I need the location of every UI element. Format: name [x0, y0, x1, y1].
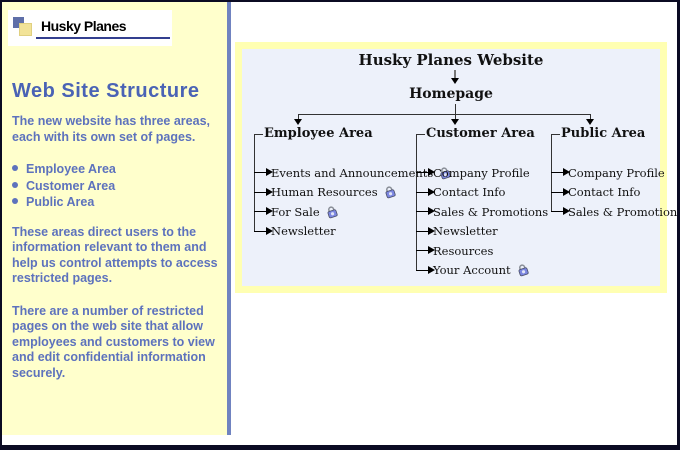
arrow-right-icon: [254, 226, 273, 235]
arrow-right-icon: [254, 187, 273, 196]
tree-node: Contact Info: [551, 183, 677, 203]
logo-square-blue: [13, 17, 24, 28]
area-bullet-list: Employee Area Customer Area Public Area: [12, 162, 224, 211]
area-public: Public Area Company Profile Contact Info: [551, 126, 677, 219]
tree-node-label: Sales & Promotions: [568, 204, 680, 219]
tree-node: For Sale: [254, 202, 452, 222]
logo-text: Husky Planes: [41, 18, 127, 34]
tree-node-label: Company Profile: [568, 165, 665, 180]
tree-node-label: Human Resources: [271, 185, 378, 200]
arrow-right-icon: [416, 168, 435, 177]
connector-drop-public: [586, 114, 594, 125]
tree-node-label: Sales & Promotions: [433, 204, 549, 219]
lock-icon: [516, 263, 530, 277]
area-title-employee: Employee Area: [264, 126, 373, 141]
arrow-right-icon: [551, 168, 570, 177]
bullet-public-area: Public Area: [12, 195, 224, 211]
connector-drop-customer: [451, 114, 459, 125]
tree-node-label: Events and Announcements: [271, 165, 434, 180]
bracket-vertical-line: [416, 134, 417, 271]
tree-node: Sales & Promotions: [551, 202, 680, 222]
tree-node: Human Resources: [254, 183, 452, 203]
tree-node-label: Company Profile: [433, 165, 530, 180]
lock-icon: [383, 185, 397, 199]
diagram-root-node: Husky Planes Website: [358, 51, 544, 69]
logo-squares-icon: [13, 17, 37, 41]
logo-square-yellow: [19, 23, 32, 36]
bullet-customer-area: Customer Area: [12, 179, 224, 195]
sidebar: Husky Planes Web Site Structure The new …: [2, 2, 231, 435]
tree-node-label: Newsletter: [433, 224, 498, 239]
tree-node-label: Contact Info: [568, 185, 641, 200]
area-items: Events and Announcements Human Resources: [254, 163, 452, 241]
tree-node-label: Your Account: [433, 263, 511, 278]
arrow-right-icon: [416, 187, 435, 196]
tree-node: Resources: [416, 241, 553, 261]
arrow-right-icon: [551, 207, 570, 216]
arrow-right-icon: [551, 187, 570, 196]
arrow-right-icon: [254, 207, 273, 216]
logo: Husky Planes: [8, 10, 172, 46]
area-title-public: Public Area: [561, 126, 646, 141]
connector-horizontal-line: [298, 114, 591, 115]
page-title: Web Site Structure: [12, 80, 200, 102]
tree-node: Newsletter: [416, 222, 553, 242]
area-customer: Customer Area Company Profile Contact In…: [416, 126, 548, 277]
bracket-vertical-line: [254, 134, 255, 232]
diagram-homepage-node: Homepage: [409, 86, 493, 102]
site-structure-diagram: Husky Planes Website Homepage Employee A…: [235, 42, 677, 293]
bracket-line: [254, 134, 263, 135]
sidebar-text: The new website has three areas, each wi…: [12, 114, 224, 398]
area-items: Company Profile Contact Info Sales & Pro…: [416, 163, 553, 280]
logo-underline: [36, 37, 170, 39]
area-employee: Employee Area Events and Announcements H…: [254, 126, 451, 238]
diagram-canvas: Husky Planes Website Homepage Employee A…: [242, 49, 677, 286]
tree-node: Company Profile: [416, 163, 553, 183]
arrow-down-icon: [451, 70, 459, 84]
tree-node-label: Contact Info: [433, 185, 506, 200]
tree-node: Newsletter: [254, 222, 452, 242]
connector-stem: [455, 104, 456, 114]
area-items: Company Profile Contact Info Sales & Pro…: [551, 163, 680, 222]
lock-icon: [438, 166, 452, 180]
area-title-customer: Customer Area: [426, 126, 535, 141]
tree-node: Your Account: [416, 261, 553, 281]
tree-node-label: Resources: [433, 243, 494, 258]
arrow-right-icon: [254, 168, 273, 177]
arrow-right-icon: [416, 207, 435, 216]
intro-paragraph: The new website has three areas, each wi…: [12, 114, 210, 144]
bracket-line: [416, 134, 425, 135]
tree-node: Contact Info: [416, 183, 553, 203]
arrow-right-icon: [416, 265, 435, 274]
connector-drop-employee: [294, 114, 302, 125]
tree-node: Company Profile: [551, 163, 677, 183]
tree-node: Sales & Promotions: [416, 202, 553, 222]
bracket-line: [551, 134, 560, 135]
paragraph-access-control: These areas direct users to the informat…: [12, 224, 218, 286]
paragraph-restricted-pages: There are a number of restricted pages o…: [12, 303, 215, 380]
tree-node-label: For Sale: [271, 204, 320, 219]
arrow-right-icon: [416, 226, 435, 235]
arrow-right-icon: [416, 246, 435, 255]
lock-icon: [325, 205, 339, 219]
bullet-employee-area: Employee Area: [12, 162, 224, 178]
tree-node-label: Newsletter: [271, 224, 336, 239]
tree-node: Events and Announcements: [254, 163, 452, 183]
